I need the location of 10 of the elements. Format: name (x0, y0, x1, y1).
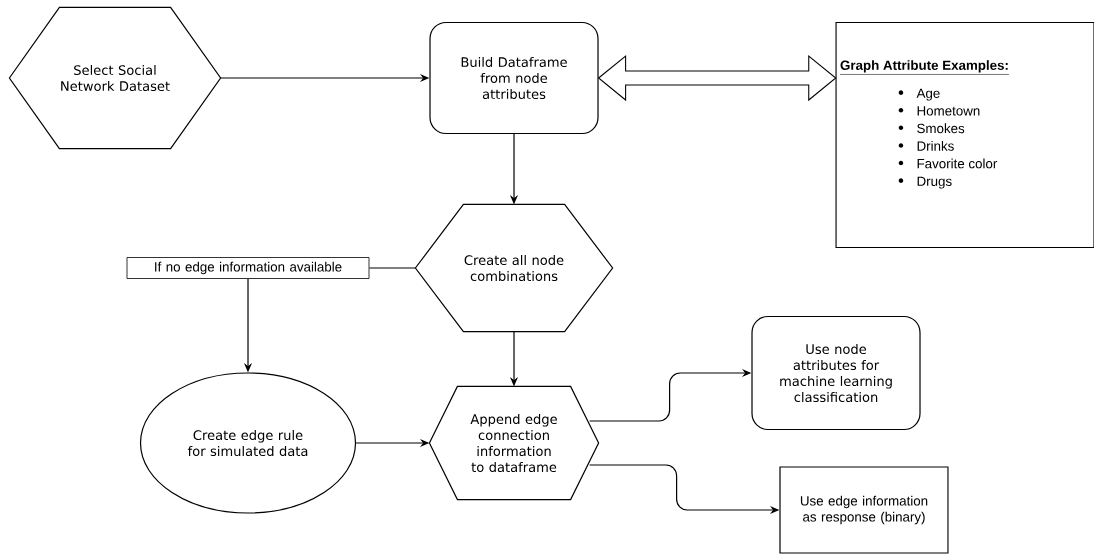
process-box: Build Dataframe from node attributes (429, 21, 599, 135)
process-box: Use edge information as response (binary) (779, 466, 949, 554)
list-box: Graph Attribute Examples: Age Hometown Smokes Drinks Favorite color Drugs (835, 21, 1094, 249)
process-box: Use node attributes for machine learning classification (751, 315, 921, 431)
ellipse-node: Create edge rule for simulated data (139, 372, 357, 514)
hexagon: Create all node combinations (414, 203, 614, 333)
hexagon: Append edge connection information to dataframe (428, 385, 600, 501)
hexagon: Select Social Network Dataset (8, 6, 222, 150)
note-box: If no edge information available (126, 257, 370, 279)
connector-line (368, 267, 416, 269)
